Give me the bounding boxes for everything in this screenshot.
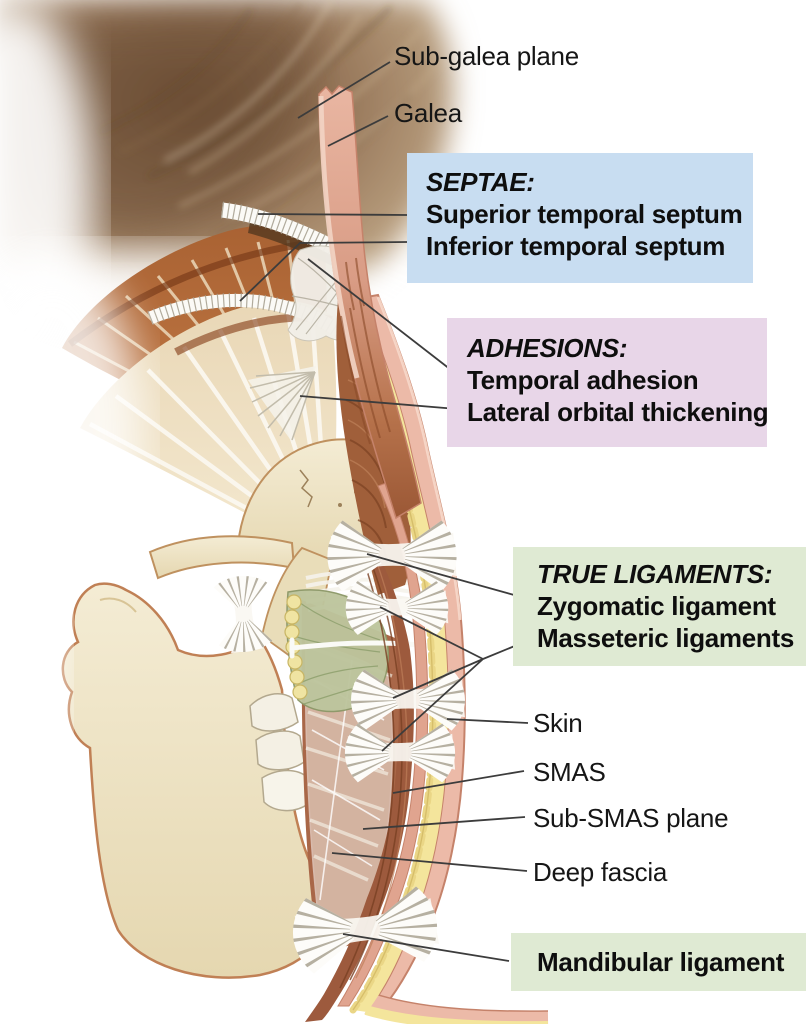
leader-zygomatic-ligament bbox=[366, 553, 526, 599]
leader-lateral-orbital-thickening bbox=[299, 395, 458, 410]
lateral-orbital-thickening-fibers bbox=[248, 366, 316, 442]
mandibular-ligament-box: Mandibular ligament bbox=[511, 933, 806, 991]
leader-skin bbox=[446, 718, 529, 724]
septae-box-title: SEPTAE: bbox=[426, 167, 535, 197]
label-galea: Galea bbox=[394, 98, 462, 128]
adhesions-box: ADHESIONS: Temporal adhesion Lateral orb… bbox=[447, 318, 769, 447]
adhesions-item-temporal-adhesion: Temporal adhesion bbox=[467, 365, 699, 395]
leader-galea bbox=[327, 115, 389, 147]
leader-smas bbox=[392, 770, 525, 794]
leader-temporal-adhesion bbox=[307, 258, 456, 374]
zygomatic-arch-bone bbox=[148, 535, 296, 580]
page-edge-fade bbox=[0, 330, 63, 970]
leader-sub-galea-plane bbox=[297, 61, 391, 119]
septae-item-superior-temporal-septum: Superior temporal septum bbox=[426, 199, 743, 229]
true-ligaments-item-masseteric: Masseteric ligaments bbox=[537, 623, 795, 653]
leader-sub-smas-plane bbox=[362, 816, 526, 830]
label-smas: SMAS bbox=[533, 757, 606, 787]
teeth bbox=[249, 693, 309, 812]
label-sub-galea-plane: Sub-galea plane bbox=[394, 41, 579, 71]
septae-item-inferior-temporal-septum: Inferior temporal septum bbox=[426, 231, 726, 261]
label-sub-smas-plane: Sub-SMAS plane bbox=[533, 803, 729, 833]
septae-box: SEPTAE: Superior temporal septum Inferio… bbox=[407, 153, 753, 283]
leader-superior-temporal-septum bbox=[257, 213, 408, 216]
leader-masseteric-ligaments bbox=[379, 606, 523, 752]
true-ligaments-box: TRUE LIGAMENTS: Zygomatic ligament Masse… bbox=[513, 547, 806, 666]
leader-inferior-temporal-septum bbox=[239, 241, 408, 302]
mandibular-ligament-label: Mandibular ligament bbox=[537, 947, 785, 977]
label-deep-fascia: Deep fascia bbox=[533, 857, 667, 887]
true-ligaments-item-zygomatic: Zygomatic ligament bbox=[537, 591, 776, 621]
leader-lines bbox=[239, 61, 529, 962]
label-skin: Skin bbox=[533, 708, 583, 738]
adhesions-item-lateral-orbital-thickening: Lateral orbital thickening bbox=[467, 397, 769, 427]
leader-deep-fascia bbox=[331, 852, 528, 872]
leader-mandibular-ligament bbox=[342, 933, 510, 962]
adhesions-box-title: ADHESIONS: bbox=[467, 333, 628, 363]
true-ligaments-box-title: TRUE LIGAMENTS: bbox=[537, 559, 773, 589]
